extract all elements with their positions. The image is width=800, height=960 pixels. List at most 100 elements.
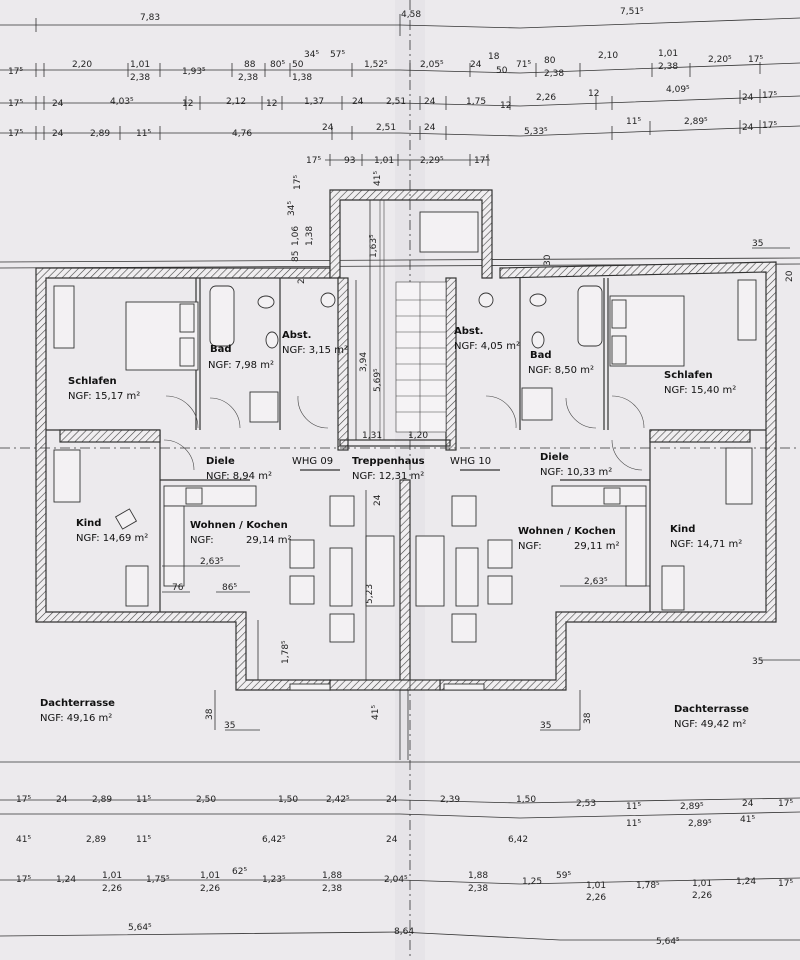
dim-label: 24 (322, 123, 334, 133)
desk-kind-left (125, 565, 149, 607)
room-area-terrasse-left: NGF: 49,16 m² (40, 713, 112, 724)
bed-kind-left (53, 449, 81, 503)
dim-label: 2,89 (90, 129, 110, 139)
dim-label: 86⁵ (222, 583, 237, 593)
dim-label: 1,63⁵ (369, 234, 379, 258)
kitchen-counter-left (163, 485, 257, 507)
dim-label: 24 (56, 795, 68, 805)
dim-label: 76 (172, 583, 184, 593)
dim-label: 2,53 (576, 799, 596, 809)
dim-label: 59⁵ (556, 871, 571, 881)
room-name-diele-right: Diele (540, 452, 569, 463)
sink-right (529, 293, 547, 307)
room-area-kind-left: NGF: 14,69 m² (76, 533, 148, 544)
dining-table-left (329, 547, 353, 607)
dim-label: 2,12 (226, 97, 246, 107)
dim-label: 2,51 (386, 97, 406, 107)
dim-label: 2,38 (544, 69, 564, 79)
dim-label: 1,38 (292, 73, 312, 83)
dim-label: 17⁵ (8, 67, 23, 77)
dim-label: 8,64 (394, 927, 414, 937)
room-name-wohnen-left: Wohnen / Kochen (190, 520, 288, 531)
room-name-treppenhaus: Treppenhaus (352, 456, 425, 467)
dim-label: 50 (496, 66, 508, 76)
stair-wall-left (337, 277, 349, 451)
dim-label: 5,64⁵ (128, 923, 152, 933)
dim-label: 34⁵ (304, 50, 319, 60)
dim-label: 35 (752, 657, 763, 667)
dim-label: 2,89⁵ (684, 117, 708, 127)
room-area-schlafen-left: NGF: 15,17 m² (68, 391, 140, 402)
room-name-diele-left: Diele (206, 456, 235, 467)
staircase (379, 200, 447, 440)
armchair-right-1 (451, 495, 477, 527)
bathtub-left (209, 285, 235, 347)
dim-label: 11⁵ (136, 835, 151, 845)
dim-label: 1,75⁵ (146, 875, 170, 885)
room-area-wohnen-right: 29,11 m² (574, 541, 620, 552)
elevator-box (419, 211, 479, 253)
room-labels: Schlafen NGF: 15,17 m² Bad NGF: 7,98 m² … (40, 326, 749, 730)
sofa-right (415, 535, 445, 607)
dim-label: 2,10 (598, 51, 618, 61)
room-name-schlafen-left: Schlafen (68, 376, 117, 387)
dim-label: 2,29⁵ (420, 156, 444, 166)
dim-label: 1,01 (586, 881, 606, 891)
toilet-right (531, 331, 545, 349)
wardrobe-right (737, 279, 757, 341)
dim-top-center: 4,58 (401, 10, 421, 20)
unit-label-right: WHG 10 (450, 456, 491, 467)
dim-label: 12 (500, 101, 511, 111)
dim-label: 2,26 (692, 891, 712, 901)
dim-label: 2,26 (586, 893, 606, 903)
dim-label: 1,88 (322, 871, 342, 881)
dim-label: 24 (742, 123, 754, 133)
dim-label: 2,39 (440, 795, 460, 805)
dim-label: 18 (488, 52, 500, 62)
dim-label: 80⁵ (270, 60, 285, 70)
bottom-center-wall (329, 679, 441, 691)
dim-label: 1,01 (692, 879, 712, 889)
dim-label: 2,63⁵ (584, 577, 608, 587)
room-ngf-wohnen-left: NGF: (190, 535, 214, 546)
dim-label: 93 (344, 156, 355, 166)
room-name-kind-right: Kind (670, 524, 695, 535)
dim-label: 1,37 (304, 97, 324, 107)
kitchen-counter-right (551, 485, 647, 507)
room-name-abst-left: Abst. (282, 330, 311, 341)
room-area-bad-left: NGF: 7,98 m² (208, 360, 274, 371)
dim-label: 41⁵ (740, 815, 755, 825)
dim-label: 2,26 (536, 93, 556, 103)
dim-label: 80 (544, 56, 556, 66)
dim-label: 17⁵ (778, 799, 793, 809)
dim-label: 11⁵ (626, 819, 641, 829)
dim-label: 88 (244, 60, 256, 70)
dim-label: 50 (292, 60, 304, 70)
dim-label: 2,63⁵ (200, 557, 224, 567)
dim-label: 2,05⁵ (420, 60, 444, 70)
dim-label: 1,78⁵ (281, 640, 291, 664)
dim-label: 1,01 (200, 871, 220, 881)
dim-label: 24 (424, 97, 436, 107)
toilet-left (265, 331, 279, 349)
dim-label: 24 (386, 795, 398, 805)
room-name-bad-left: Bad (210, 344, 232, 355)
dim-label: 6,42⁵ (262, 835, 286, 845)
dim-label: 11⁵ (626, 802, 641, 812)
dim-label: 5,33⁵ (524, 127, 548, 137)
desk-kind-right (661, 565, 685, 611)
dim-label: 1,20 (408, 431, 428, 441)
bathtub-right (577, 285, 603, 347)
dim-label: 1,01 (658, 49, 678, 59)
dim-label: 24 (52, 129, 64, 139)
dim-label: 4,09⁵ (666, 85, 690, 95)
dim-label: 5,69⁵ (373, 368, 383, 392)
shower-right (521, 387, 553, 421)
dim-label: 2,38 (238, 73, 258, 83)
dim-label: 85 (291, 251, 301, 262)
room-name-abst-right: Abst. (454, 326, 483, 337)
unit-label-left: WHG 09 (292, 456, 333, 467)
dim-label: 2,38 (130, 73, 150, 83)
